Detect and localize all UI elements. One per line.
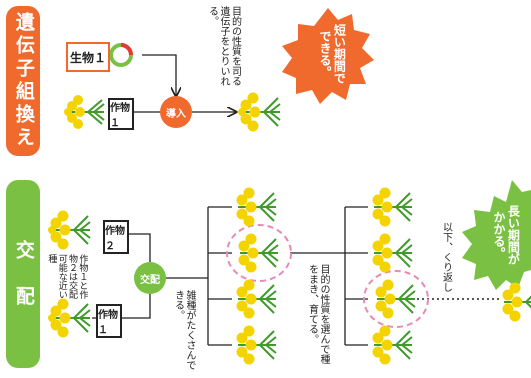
hybrid-plant-3 — [234, 277, 280, 321]
gene-flow-line — [142, 55, 176, 96]
hybrid-bracket — [208, 207, 232, 345]
hybrid-plant-1 — [234, 185, 280, 229]
cross-label: 交配 — [140, 271, 160, 286]
short-period-callout: 短い期間でできる。 — [308, 22, 356, 86]
crop1-plant-top — [64, 92, 108, 132]
repeat-note: 以下、くり返し — [440, 222, 452, 302]
compat-note: 作物１と作物２は交配可能な近い種 — [46, 254, 87, 300]
second-plant-3 — [373, 277, 419, 321]
second-plant-4 — [370, 323, 416, 367]
result-plant-top — [238, 90, 284, 134]
organism1-box: 生物１ — [66, 42, 110, 72]
crop2-box: 作物２ — [103, 220, 129, 254]
gene-note: 目的の性質を司る遺伝子をとりいれる。 — [206, 6, 241, 86]
second-plant-1 — [370, 185, 416, 229]
select-note: 目的の性質を選んで種をまき、育てる。 — [306, 264, 329, 364]
gene-ring-icon — [111, 45, 131, 65]
hybrid-plant-2 — [236, 231, 282, 275]
crop1-box-bottom: 作物１ — [96, 304, 122, 338]
crop1-plant-bottom — [48, 294, 94, 342]
second-bracket — [345, 207, 368, 345]
insert-circle: 導入 — [160, 96, 192, 128]
insert-label: 導入 — [166, 105, 186, 120]
long-period-callout: 長い期間がかかる。 — [484, 200, 528, 270]
crossbreeding-section-label: 交 配 — [6, 180, 40, 368]
hybrid-plant-4 — [234, 323, 280, 367]
crop1-box-top: 作物１ — [108, 98, 134, 130]
cross-circle: 交配 — [134, 262, 166, 294]
second-plant-2 — [370, 231, 416, 275]
gmo-section-label: 遺伝子組換え — [6, 6, 40, 156]
hybrid-note: 雑種がたくさんできる。 — [172, 290, 195, 370]
crop2-plant — [48, 206, 94, 254]
final-plant — [500, 280, 531, 324]
